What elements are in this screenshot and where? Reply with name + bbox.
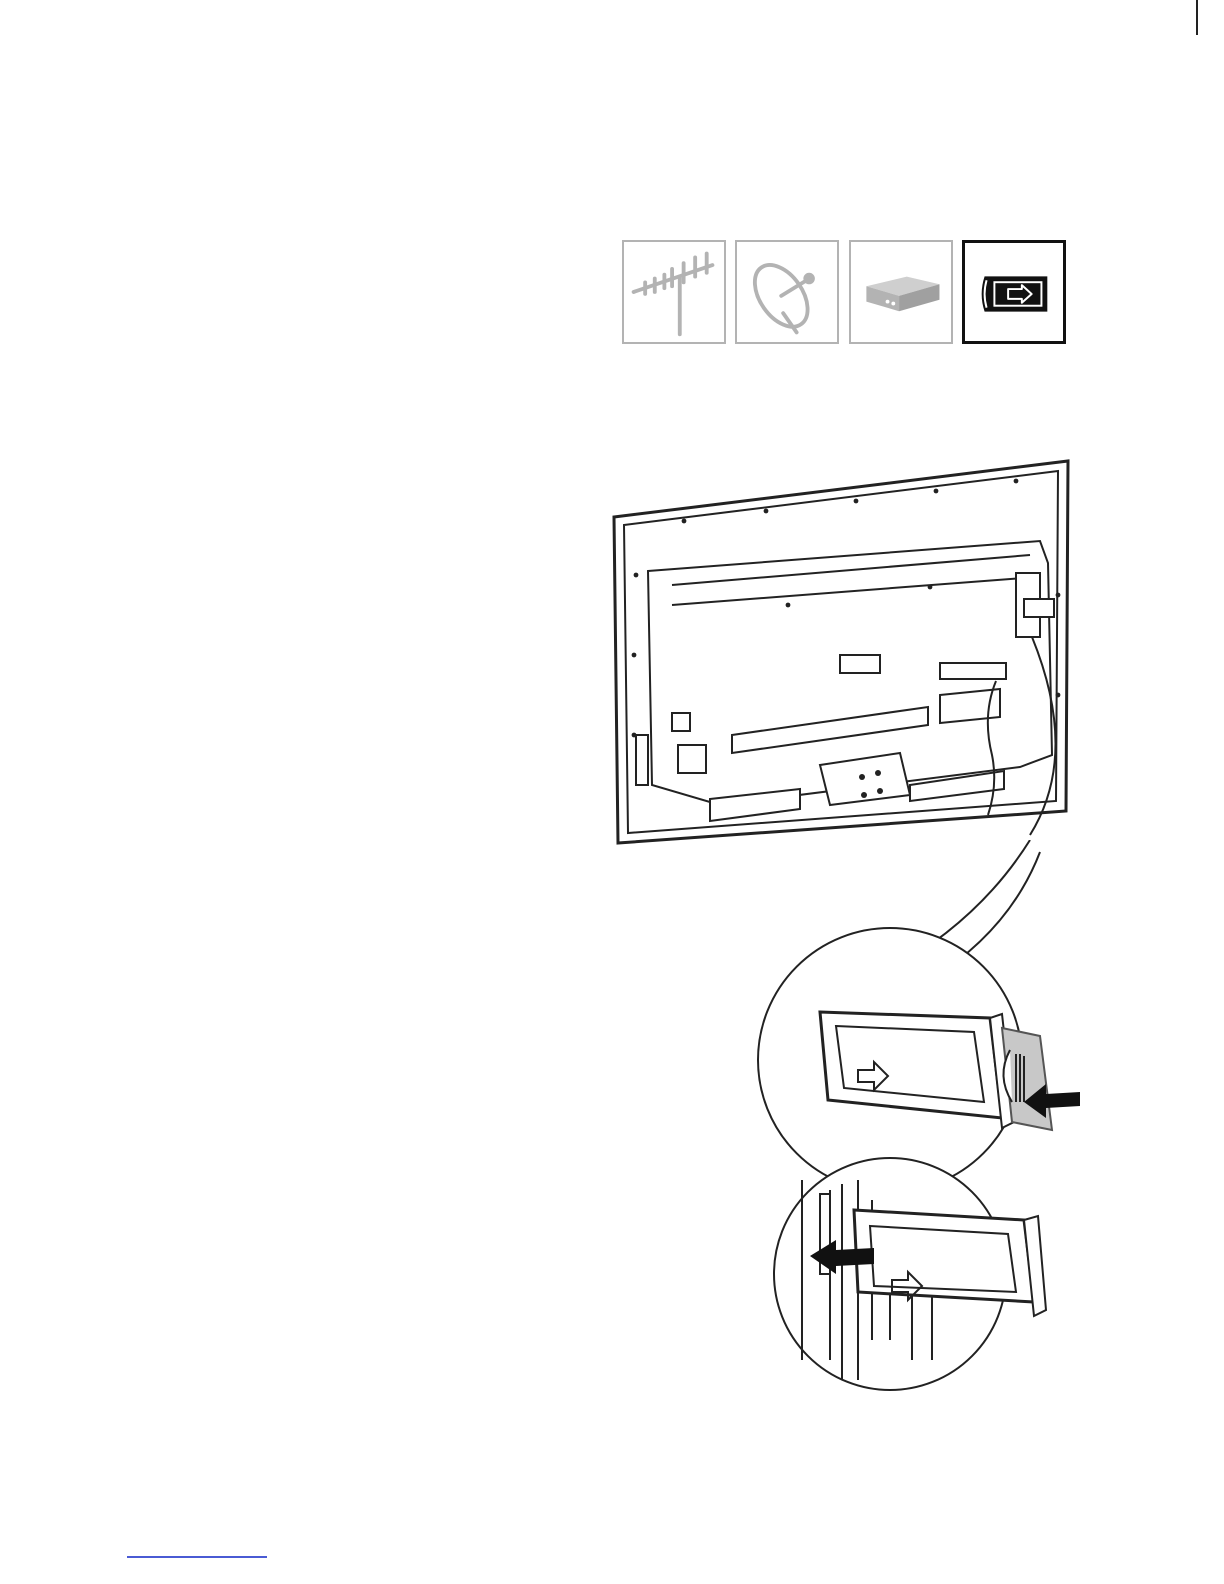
footer-link-underline	[127, 1556, 267, 1558]
signal-source-icon-strip	[622, 240, 1069, 346]
ci-module-insertion-detail	[740, 840, 1080, 1400]
set-top-box-tile	[849, 240, 953, 344]
antenna-icon	[624, 242, 724, 342]
antenna-tile	[622, 240, 726, 344]
satellite-dish-icon	[737, 242, 837, 342]
ci-module-icon	[965, 243, 1063, 341]
ci-module-tile	[962, 240, 1066, 344]
page-edge-rule	[1196, 0, 1198, 35]
satellite-tile	[735, 240, 839, 344]
set-top-box-icon	[851, 242, 951, 342]
tv-rear-view-illustration	[600, 455, 1080, 855]
